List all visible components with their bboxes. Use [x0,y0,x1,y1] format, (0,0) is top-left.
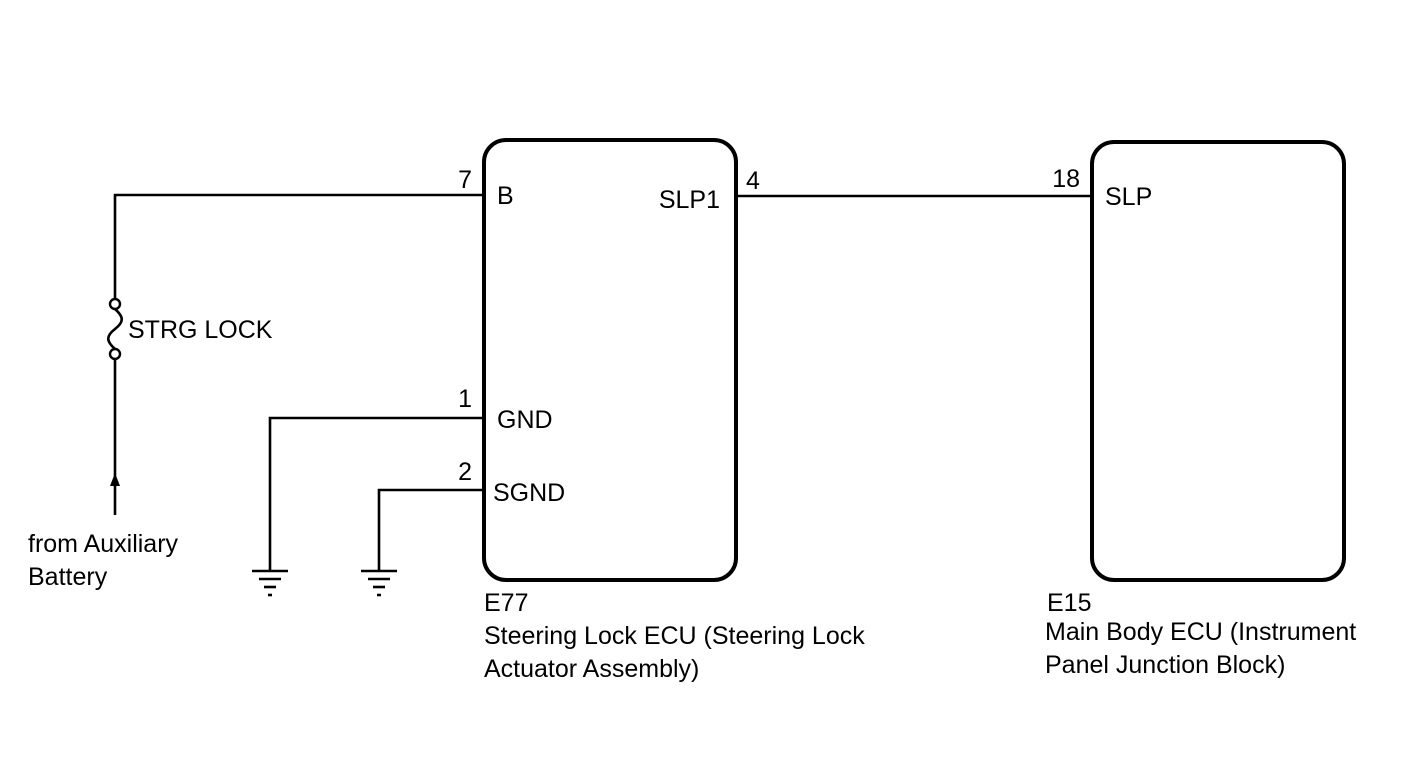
pin-label-sgnd: SGND [493,479,565,507]
power-source-line2: Battery [28,563,108,591]
pin-number-sgnd: 2 [458,458,472,486]
pin-number-gnd: 1 [458,385,472,413]
fuse-label: STRG LOCK [128,316,273,344]
connector-code-e15: E15 [1047,589,1091,617]
pin-number-slp1: 4 [746,167,760,195]
pin-number-b: 7 [458,166,472,194]
pin-number-slp: 18 [1052,165,1080,193]
main-body-ecu-name-line1: Main Body ECU (Instrument [1045,618,1356,646]
fuse-terminal-lower [108,347,122,361]
steering-lock-ecu-name-line2: Actuator Assembly) [484,655,699,683]
ground-icon [361,569,397,597]
fuse-terminal-upper [108,297,122,311]
pin-label-slp1: SLP1 [659,186,720,214]
power-source-line1: from Auxiliary [28,530,179,558]
main-body-ecu-box [1090,140,1346,582]
steering-lock-ecu-box [482,138,738,582]
pin-label-gnd: GND [497,406,553,434]
pin-label-b: B [497,182,514,210]
fuse-icon [106,308,124,350]
ground-icon [252,569,288,597]
wire-to-pin-b [113,193,484,299]
wire-gnd [268,416,484,571]
wire-sgnd [377,488,484,571]
pin-label-slp: SLP [1105,183,1152,211]
steering-lock-ecu-name-line1: Steering Lock ECU (Steering Lock [484,622,865,650]
main-body-ecu-name-line2: Panel Junction Block) [1045,651,1285,679]
connector-code-e77: E77 [484,589,528,617]
power-arrow-icon [110,473,120,486]
